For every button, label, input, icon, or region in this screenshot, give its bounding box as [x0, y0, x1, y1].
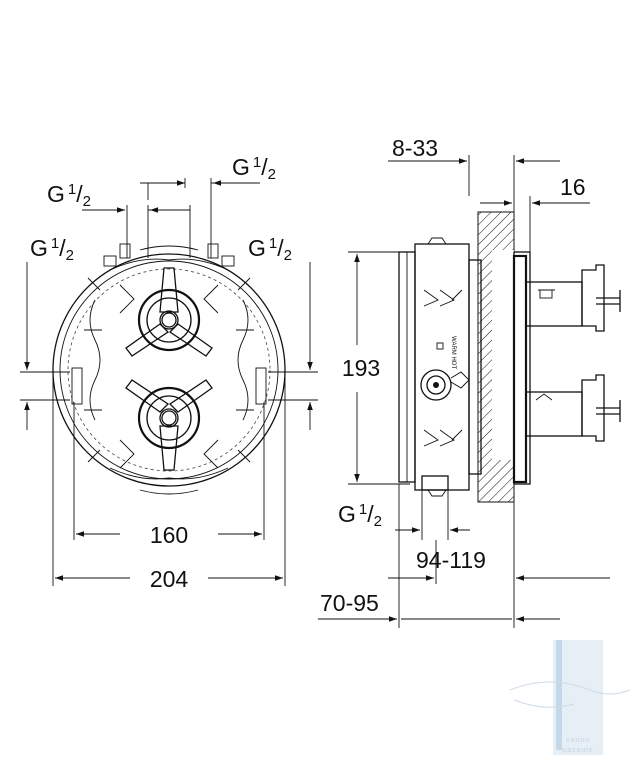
- dim-port-bottom-den: 2: [374, 513, 382, 530]
- dim-outer-width-label: 204: [150, 566, 189, 592]
- watermark-logo: vannu pasaule: [509, 640, 631, 755]
- dim-wall-range-label: 8-33: [392, 135, 438, 161]
- dim-port-side-right-den: 2: [284, 247, 292, 264]
- dim-port-top-left-num: 1: [68, 181, 76, 198]
- dim-inner-width: 160: [73, 402, 265, 548]
- dim-body-range: 70-95: [318, 484, 560, 628]
- dim-depth-range-label: 94-119: [416, 547, 486, 573]
- front-rim-circle: [59, 260, 279, 480]
- housing-lobes: [84, 245, 254, 495]
- side-view: WARM HOT 8-33: [318, 135, 621, 628]
- dim-inner-width-label: 160: [150, 522, 188, 548]
- svg-text:G1/2: G1/2: [30, 235, 74, 264]
- svg-text:G1/2: G1/2: [232, 154, 276, 183]
- svg-text:G1/2: G1/2: [248, 235, 292, 264]
- dim-height-label: 193: [342, 355, 380, 381]
- watermark-line1: vannu: [566, 737, 590, 744]
- dim-port-bottom-num: 1: [359, 501, 367, 518]
- body-marking: WARM HOT: [450, 336, 456, 369]
- upper-cross-handle: [125, 267, 213, 357]
- dim-port-top-left-den: 2: [83, 193, 91, 210]
- dim-port-side-left-num: 1: [51, 235, 59, 252]
- lower-cross-handle: [125, 379, 213, 471]
- dim-port-top-right-num: 1: [253, 154, 261, 171]
- side-upper-handle: [525, 264, 621, 332]
- escutcheon-plate: [512, 254, 528, 484]
- dim-port-top-left-prefix: G: [47, 181, 65, 207]
- top-port-extension-lines: [126, 178, 212, 258]
- dim-handle-offset-label: 16: [560, 174, 586, 200]
- front-view: G1/2 G1/2 G1/2 G1/2: [20, 154, 318, 592]
- front-outer-circle: [52, 253, 286, 487]
- top-ports: [103, 243, 235, 267]
- dim-outer-width: 204: [52, 372, 286, 592]
- dim-port-top-right-den: 2: [268, 166, 276, 183]
- watermark-line2: pasaule: [562, 747, 594, 754]
- dim-port-side-left-den: 2: [66, 247, 74, 264]
- dim-body-range-label: 70-95: [320, 590, 379, 616]
- dim-wall-range: 8-33: [388, 135, 560, 248]
- dim-port-bottom-prefix: G: [338, 501, 356, 527]
- dim-port-top-right-prefix: G: [232, 154, 250, 180]
- dim-depth-range: 94-119: [388, 484, 610, 628]
- side-lower-handle: [525, 374, 621, 442]
- svg-text:G1/2: G1/2: [47, 181, 91, 210]
- dim-height: 193: [342, 251, 410, 485]
- svg-text:G1/2: G1/2: [338, 501, 382, 530]
- dim-port-side-right-num: 1: [269, 235, 277, 252]
- dim-handle-offset: 16: [480, 174, 590, 252]
- front-inner-circle: [67, 268, 271, 472]
- side-port-lines: [20, 367, 318, 405]
- dim-port-side-right-prefix: G: [248, 235, 266, 261]
- dim-port-side-left-prefix: G: [30, 235, 48, 261]
